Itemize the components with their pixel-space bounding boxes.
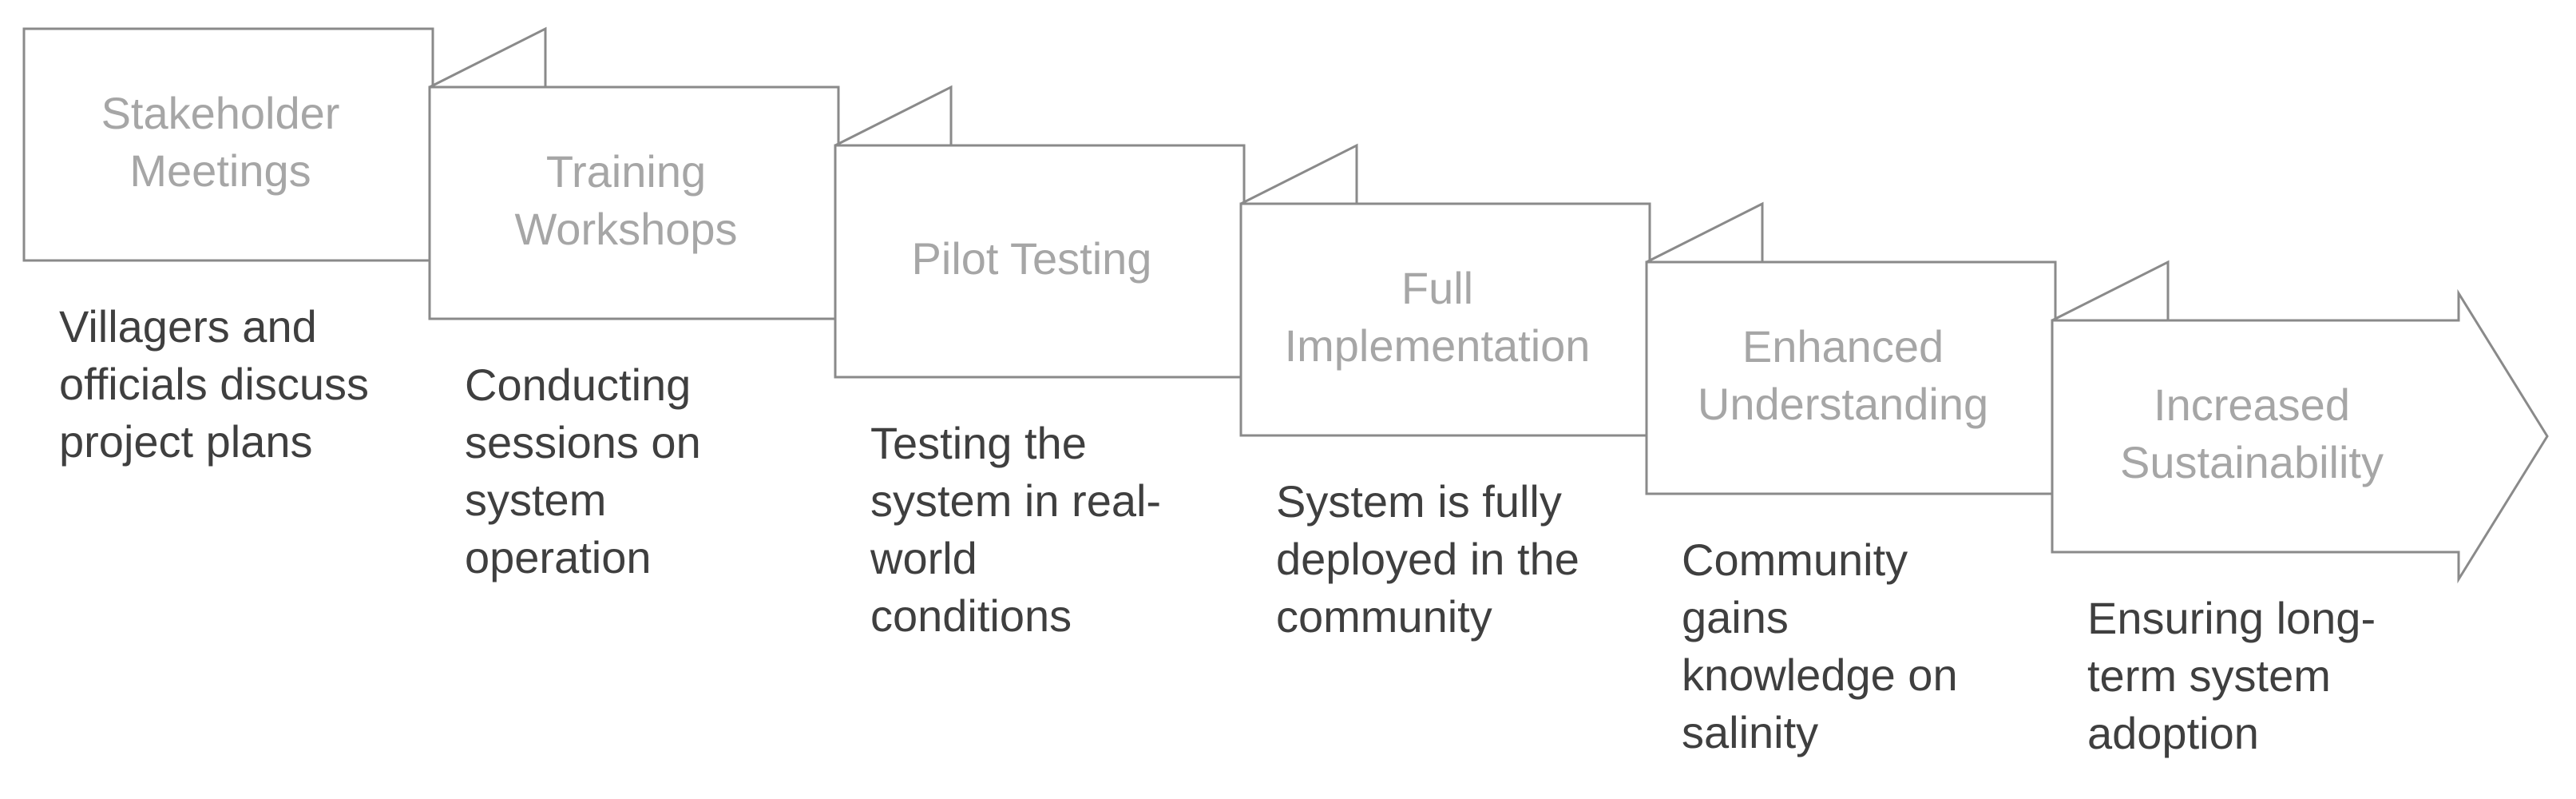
step-title-line: Training [546,146,706,197]
step-title-line: Stakeholder [101,88,340,138]
step-description-line: system in real- [870,475,1161,526]
step-description-line: salinity [1682,707,1818,757]
step-descriptions: Villagers and officials discuss project pl… [59,301,2376,758]
step-fold-tab [1646,201,1764,264]
step-description-line: Community [1682,535,1908,585]
step-description-line: conditions [870,590,1072,641]
step-description-line: system [465,475,606,525]
step-box-shape [1239,202,1651,437]
step-title-line: Enhanced [1742,321,1944,372]
step-shapes [22,26,2549,584]
step-description-line: Villagers and [59,301,317,352]
step-fold-tab [834,85,953,147]
step-description-line: project plans [59,416,313,467]
step-box-shape [22,27,434,262]
step-fold-tab [1240,143,1358,205]
step-description-line: knowledge on [1682,650,1958,700]
step-description-line: Conducting [465,360,691,410]
step-description-line: System is fully [1276,476,1562,527]
step-description-line: adoption [2087,708,2259,758]
step-description-line: sessions on [465,417,701,467]
step-description-line: officials discuss [59,359,369,409]
step-title-line: Increased [2154,380,2350,430]
step-title-line: Meetings [129,145,311,196]
step-description-line: world [870,533,977,583]
step-box-shape [428,85,840,320]
step-description-line: Testing the [870,418,1087,468]
step-title-line: Understanding [1698,379,1988,429]
step-title-line: Implementation [1285,320,1591,371]
step-arrow-shape [2051,288,2549,584]
step-description-line: operation [465,532,652,582]
step-description-line: community [1276,591,1492,642]
step-title-line: Pilot Testing [912,233,1152,284]
step-description-line: term system [2087,650,2331,701]
step-title-line: Full [1401,263,1473,313]
step-description-line: gains [1682,592,1789,642]
step-title-line: Sustainability [2120,437,2384,487]
step-box-shape [1645,260,2057,495]
step-fold-tab [2051,260,2170,322]
step-description-line: Ensuring long- [2087,593,2376,643]
step-description-line: deployed in the [1276,534,1579,584]
step-fold-tab [429,26,547,89]
step-title-line: Workshops [514,204,737,254]
